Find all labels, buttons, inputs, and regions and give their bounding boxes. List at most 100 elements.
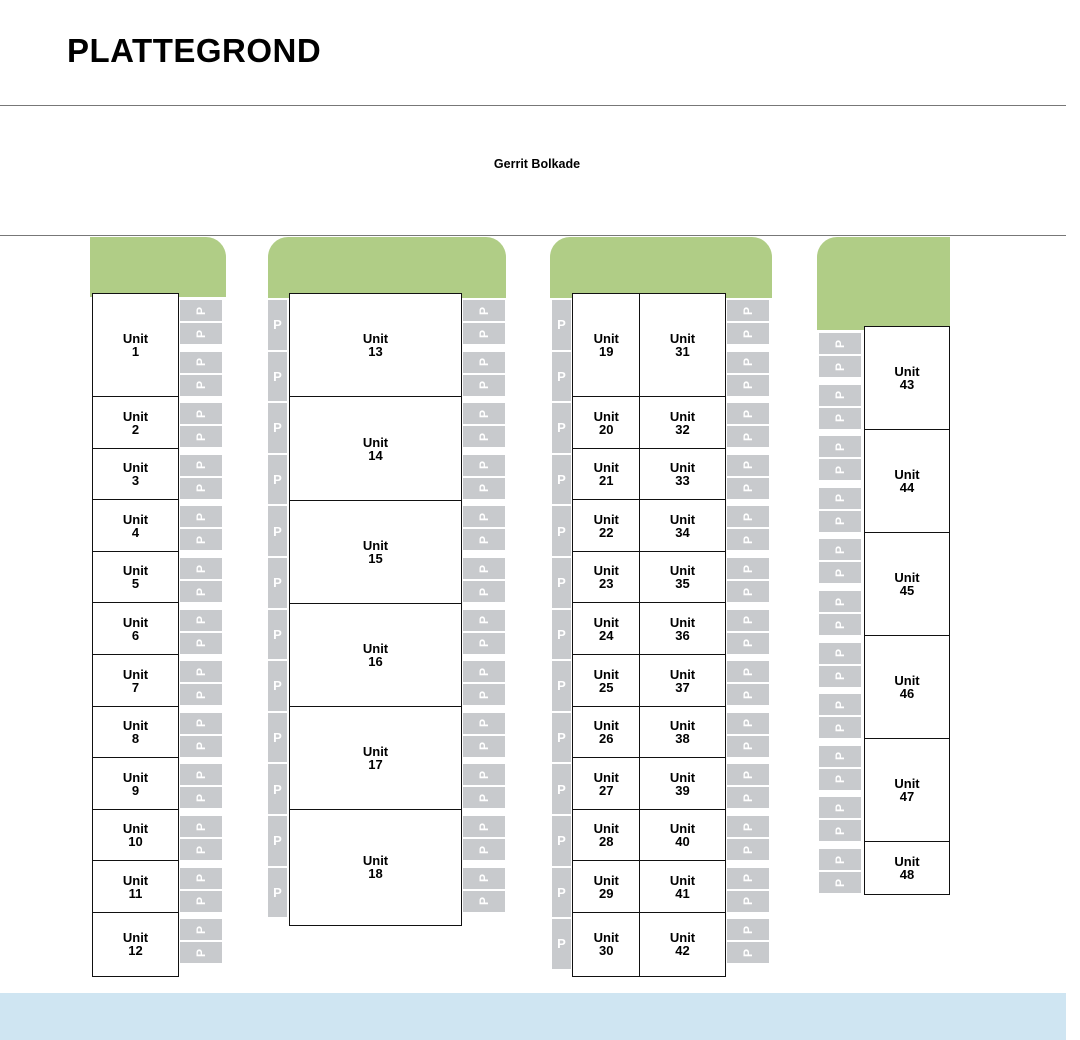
- unit-prefix: Unit: [122, 460, 149, 476]
- unit-prefix: Unit: [122, 872, 149, 888]
- parking-space: P: [463, 816, 505, 837]
- parking-label: P: [193, 616, 208, 625]
- unit-prefix: Unit: [669, 930, 696, 946]
- parking-label: P: [273, 368, 282, 384]
- parking-label: P: [832, 494, 847, 503]
- parking-space: P: [180, 426, 222, 448]
- parking-space: P: [463, 661, 505, 683]
- unit-number: 40: [675, 834, 690, 850]
- parking-label: P: [740, 587, 755, 596]
- unit-number: 36: [675, 627, 690, 643]
- parking-space: P: [552, 661, 571, 711]
- parking-label: P: [557, 626, 566, 642]
- parking-space: P: [552, 816, 571, 866]
- unit-prefix: Unit: [669, 769, 696, 785]
- parking-space: P: [727, 839, 769, 860]
- parking-space: P: [819, 562, 861, 584]
- parking-space: P: [463, 787, 505, 809]
- parking-label: P: [193, 587, 208, 596]
- parking-label: P: [476, 845, 491, 854]
- parking-space: P: [463, 403, 505, 425]
- unit-prefix: Unit: [362, 744, 389, 760]
- parking-space: P: [819, 407, 861, 429]
- parking-space: P: [552, 712, 571, 763]
- parking-space: P: [180, 403, 222, 425]
- parking-label: P: [832, 775, 847, 784]
- unit-number: 20: [599, 421, 614, 437]
- parking-space: P: [463, 506, 505, 528]
- unit-number: 4: [131, 524, 140, 540]
- parking-space: P: [268, 867, 287, 918]
- parking-label: P: [476, 432, 491, 441]
- parking-space: P: [180, 787, 222, 809]
- green-area: [817, 237, 950, 330]
- parking-space: P: [463, 609, 505, 631]
- unit-prefix: Unit: [122, 614, 149, 630]
- parking-label: P: [740, 793, 755, 802]
- unit-number: 21: [599, 473, 614, 489]
- parking-space: P: [819, 487, 861, 509]
- parking-label: P: [193, 822, 208, 831]
- parking-label: P: [740, 639, 755, 648]
- unit-prefix: Unit: [593, 511, 619, 527]
- parking-space: P: [727, 609, 769, 631]
- parking-label: P: [193, 667, 208, 676]
- parking-label: P: [193, 897, 208, 906]
- parking-label: P: [832, 752, 847, 761]
- parking-space: P: [463, 684, 505, 706]
- unit-prefix: Unit: [669, 408, 696, 424]
- parking-label: P: [740, 535, 755, 544]
- parking-label: P: [476, 381, 491, 390]
- parking-space: P: [268, 764, 287, 814]
- parking-label: P: [273, 575, 282, 591]
